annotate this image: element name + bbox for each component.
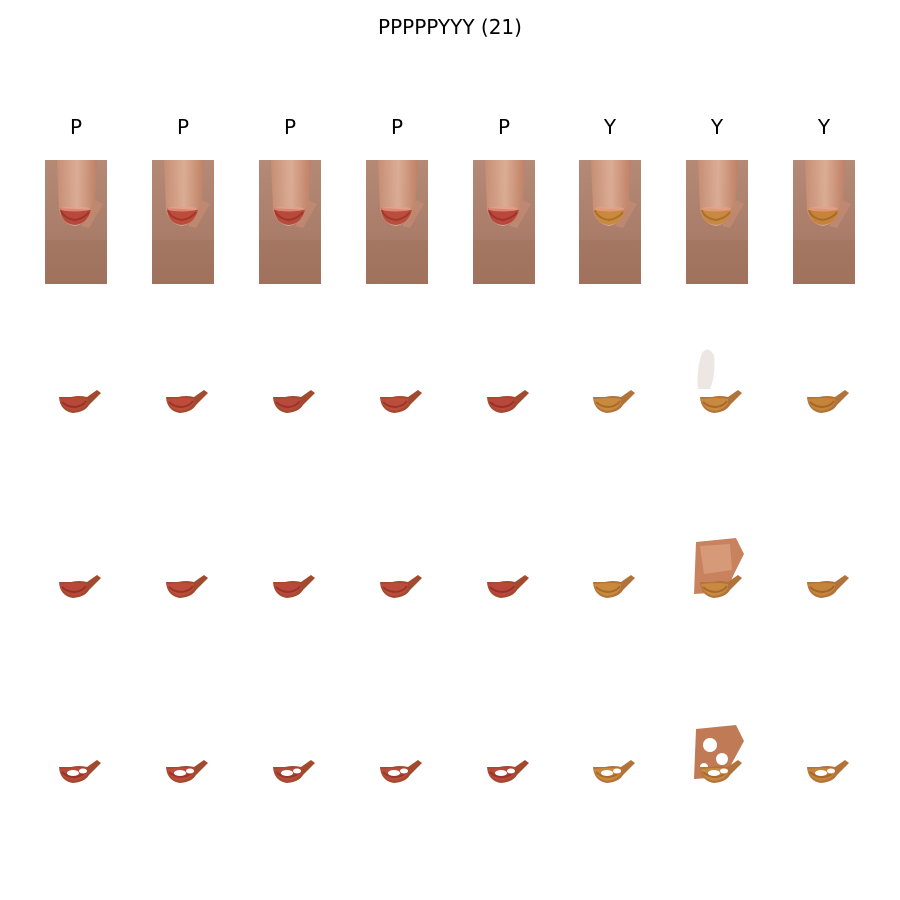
column-label: Y xyxy=(817,115,831,139)
column-label: Y xyxy=(710,115,724,139)
tube-photo xyxy=(45,160,107,284)
segmented-tube-image xyxy=(579,715,641,839)
segmented-tube-image xyxy=(793,715,855,839)
tube-photo xyxy=(686,160,748,284)
column-label: P xyxy=(176,115,190,139)
segmented-tube-image xyxy=(579,345,641,469)
tube-photo xyxy=(579,160,641,284)
segmented-tube-image xyxy=(45,715,107,839)
tube-photo xyxy=(259,160,321,284)
segmented-tube-image xyxy=(686,715,748,839)
segmented-tube-image xyxy=(579,530,641,654)
tube-photo xyxy=(152,160,214,284)
segmented-tube-image xyxy=(259,715,321,839)
column-label: P xyxy=(69,115,83,139)
segmented-tube-image xyxy=(45,530,107,654)
column-label: P xyxy=(283,115,297,139)
segmented-tube-image xyxy=(366,715,428,839)
tube-photo xyxy=(473,160,535,284)
segmented-tube-image xyxy=(473,530,535,654)
column-label: P xyxy=(497,115,511,139)
segmented-tube-image xyxy=(473,715,535,839)
segmented-tube-image xyxy=(686,530,748,654)
segmented-tube-image xyxy=(259,345,321,469)
segmented-tube-image xyxy=(793,345,855,469)
segmented-tube-image xyxy=(473,345,535,469)
column-label: P xyxy=(390,115,404,139)
figure-title: PPPPPYYY (21) xyxy=(378,15,522,39)
segmented-tube-image xyxy=(366,345,428,469)
segmented-tube-image xyxy=(45,345,107,469)
segmented-tube-image xyxy=(152,715,214,839)
segmented-tube-image xyxy=(686,345,748,469)
segmented-tube-image xyxy=(259,530,321,654)
column-label: Y xyxy=(603,115,617,139)
segmented-tube-image xyxy=(152,530,214,654)
tube-photo xyxy=(366,160,428,284)
segmented-tube-image xyxy=(366,530,428,654)
segmented-tube-image xyxy=(793,530,855,654)
segmented-tube-image xyxy=(152,345,214,469)
tube-photo xyxy=(793,160,855,284)
